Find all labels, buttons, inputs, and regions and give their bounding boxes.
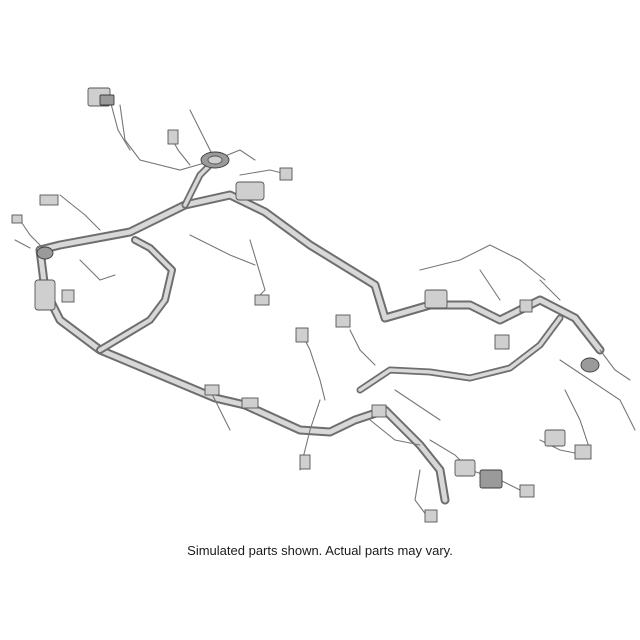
harness-main-trunk [35, 156, 605, 505]
harness-connectors [11, 87, 600, 523]
wiring-harness-illustration [11, 87, 636, 523]
disclaimer-caption: Simulated parts shown. Actual parts may … [187, 543, 453, 558]
harness-branch-wires [14, 99, 636, 521]
